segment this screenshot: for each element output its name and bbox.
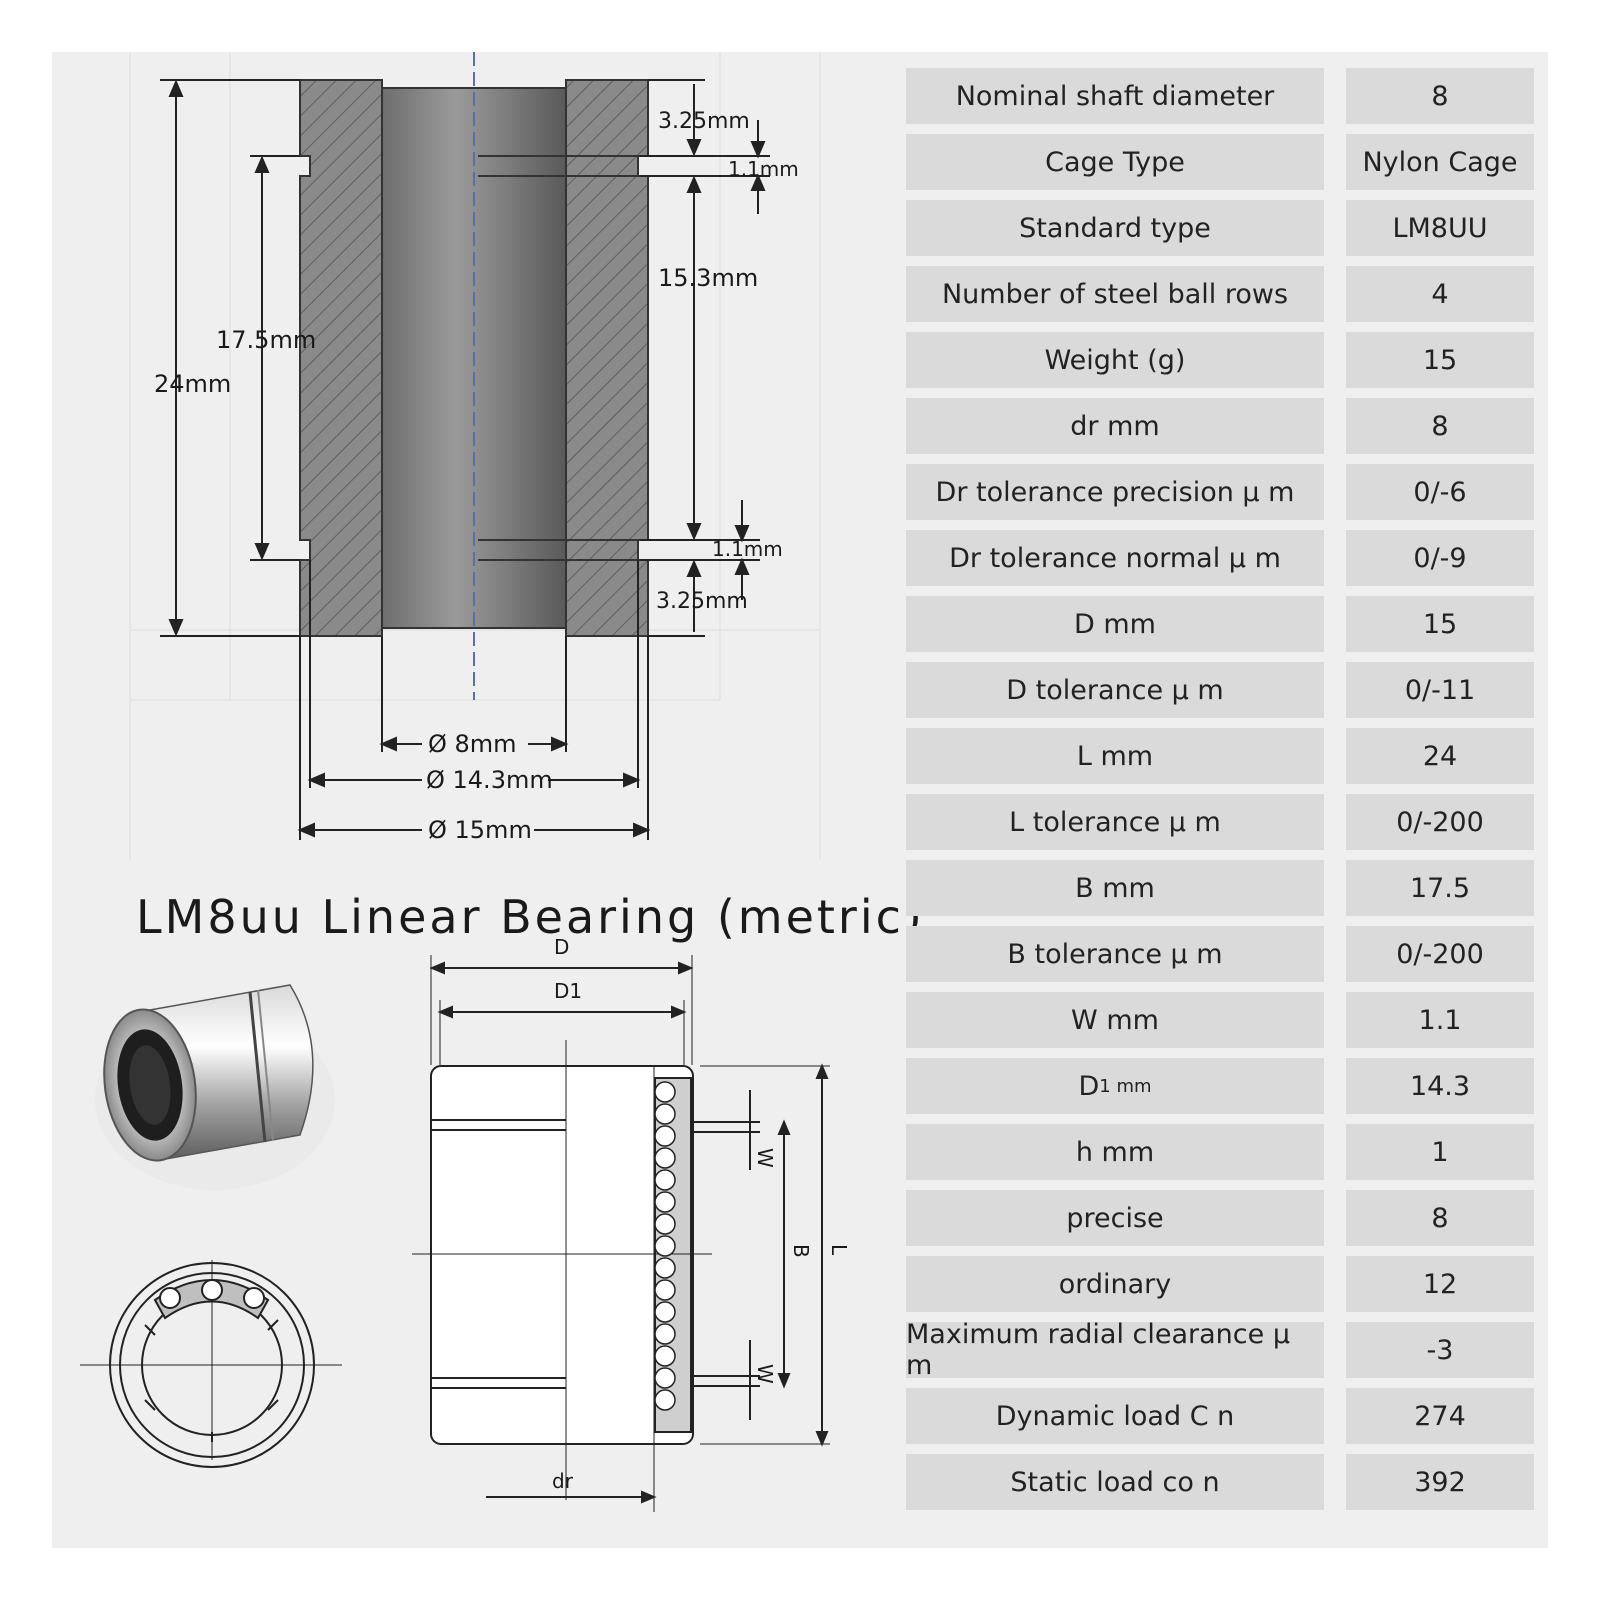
spec-label: D tolerance μ m: [906, 662, 1324, 718]
spec-row: ordinary 12: [906, 1256, 1534, 1312]
label-d1: D1: [554, 979, 582, 1003]
spec-value: 1.1: [1346, 992, 1534, 1048]
spec-row: Dynamic load C n 274: [906, 1388, 1534, 1444]
spec-value: Nylon Cage: [1346, 134, 1534, 190]
dim-outer-diameter: Ø 15mm: [428, 816, 532, 844]
spec-label: ordinary: [906, 1256, 1324, 1312]
spec-label: L tolerance μ m: [906, 794, 1324, 850]
spec-label: Dr tolerance precision μ m: [906, 464, 1324, 520]
spec-row: Dr tolerance precision μ m 0/-6: [906, 464, 1534, 520]
spec-row: Cage Type Nylon Cage: [906, 134, 1534, 190]
spec-row: Static load co n 392: [906, 1454, 1534, 1510]
spec-row: B mm 17.5: [906, 860, 1534, 916]
spec-label: Cage Type: [906, 134, 1324, 190]
spec-row: Standard type LM8UU: [906, 200, 1534, 256]
drawing-title: LM8uu Linear Bearing (metric): [136, 890, 925, 944]
spec-row: Maximum radial clearance μ m -3: [906, 1319, 1534, 1381]
dim-b-length: 17.5mm: [216, 326, 316, 354]
spec-label: Maximum radial clearance μ m: [906, 1319, 1324, 1381]
spec-label: Dr tolerance normal μ m: [906, 530, 1324, 586]
spec-row: Weight (g) 15: [906, 332, 1534, 388]
spec-row: D tolerance μ m 0/-11: [906, 662, 1534, 718]
dim-groove-width-bottom: 1.1mm: [712, 537, 783, 561]
dim-groove-bottom: 3.25mm: [656, 589, 748, 614]
side-drawing: [412, 955, 830, 1512]
spec-label: Standard type: [906, 200, 1324, 256]
spec-value: 4: [1346, 266, 1534, 322]
spec-value: 15: [1346, 596, 1534, 652]
spec-row: Dr tolerance normal μ m 0/-9: [906, 530, 1534, 586]
spec-value: 24: [1346, 728, 1534, 784]
spec-value: 8: [1346, 398, 1534, 454]
dim-between-grooves: 15.3mm: [658, 264, 758, 292]
spec-value: 0/-200: [1346, 926, 1534, 982]
spec-label: D mm: [906, 596, 1324, 652]
spec-label: Static load co n: [906, 1454, 1324, 1510]
label-d: D: [554, 935, 569, 959]
spec-value: 14.3: [1346, 1058, 1534, 1114]
spec-value: 12: [1346, 1256, 1534, 1312]
dim-groove-top: 3.25mm: [658, 109, 750, 134]
spec-label: Dynamic load C n: [906, 1388, 1324, 1444]
spec-value: 8: [1346, 68, 1534, 124]
label-l: L: [827, 1244, 851, 1256]
dim-groove-width-top: 1.1mm: [728, 157, 799, 181]
end-view-drawing: [80, 1260, 342, 1468]
grid: [129, 52, 821, 860]
spec-value: 8: [1346, 1190, 1534, 1246]
spec-label: h mm: [906, 1124, 1324, 1180]
spec-row: Number of steel ball rows 4: [906, 266, 1534, 322]
dim-total-length: 24mm: [154, 370, 231, 398]
spec-row: Nominal shaft diameter 8: [906, 68, 1534, 124]
spec-label: B tolerance μ m: [906, 926, 1324, 982]
spec-row: precise 8: [906, 1190, 1534, 1246]
spec-row: L tolerance μ m 0/-200: [906, 794, 1534, 850]
spec-row: D mm 15: [906, 596, 1534, 652]
spec-value: -3: [1346, 1322, 1534, 1378]
label-dr: dr: [552, 1469, 574, 1493]
spec-value: 274: [1346, 1388, 1534, 1444]
spec-value: 0/-9: [1346, 530, 1534, 586]
spec-row: h mm 1: [906, 1124, 1534, 1180]
label-w-top: W: [753, 1148, 777, 1168]
label-b: B: [789, 1244, 813, 1258]
ball-row: [654, 1081, 676, 1411]
spec-value: 0/-11: [1346, 662, 1534, 718]
spec-label: precise: [906, 1190, 1324, 1246]
bearing-photo: [95, 984, 335, 1190]
label-w-bottom: W: [753, 1364, 777, 1384]
spec-label: Weight (g): [906, 332, 1324, 388]
spec-row: B tolerance μ m 0/-200: [906, 926, 1534, 982]
spec-label: B mm: [906, 860, 1324, 916]
spec-row: L mm 24: [906, 728, 1534, 784]
spec-row: dr mm 8: [906, 398, 1534, 454]
dim-bore: Ø 8mm: [428, 730, 517, 758]
spec-value: 15: [1346, 332, 1534, 388]
spec-value: LM8UU: [1346, 200, 1534, 256]
dim-groove-diameter: Ø 14.3mm: [426, 766, 553, 794]
spec-label: dr mm: [906, 398, 1324, 454]
spec-value: 0/-6: [1346, 464, 1534, 520]
spec-label: W mm: [906, 992, 1324, 1048]
spec-label: Nominal shaft diameter: [906, 68, 1324, 124]
spec-label: L mm: [906, 728, 1324, 784]
spec-value: 392: [1346, 1454, 1534, 1510]
bearing-section: [299, 52, 649, 700]
spec-value: 1: [1346, 1124, 1534, 1180]
spec-label: Number of steel ball rows: [906, 266, 1324, 322]
spec-row: W mm 1.1: [906, 992, 1534, 1048]
spec-value: 17.5: [1346, 860, 1534, 916]
spec-label-subscript: 1 mm: [1099, 1075, 1152, 1097]
spec-value: 0/-200: [1346, 794, 1534, 850]
